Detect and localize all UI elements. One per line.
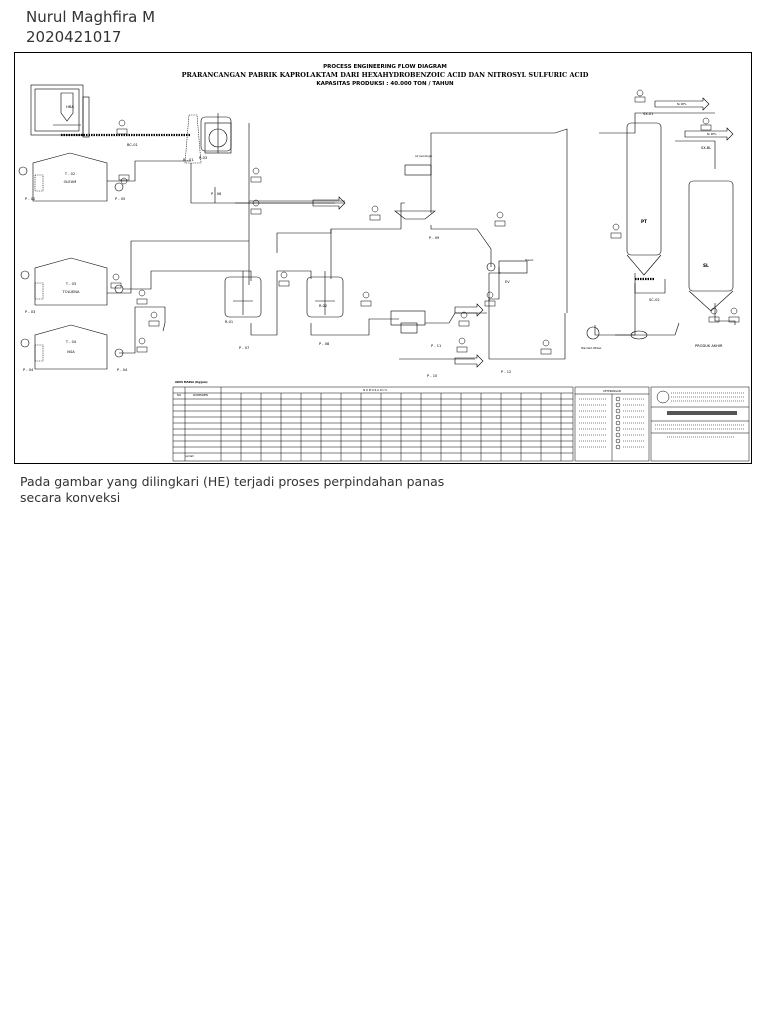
pump-label-p05: P - 05 bbox=[115, 197, 125, 201]
diagram-subtitle: PRARANCANGAN PABRIK KAPROLAKTAM DARI HEX… bbox=[182, 71, 589, 79]
mass-flow-title: ARUS MASSA (Kg/Jam) bbox=[175, 380, 208, 384]
equipment-label-ev: EV bbox=[505, 280, 510, 284]
blower: Standart Wilkes bbox=[581, 326, 648, 350]
table-col-no: NO bbox=[177, 393, 181, 397]
reactor-r03: R-03 P - 06 bbox=[199, 116, 232, 196]
tank-label-pt: PT bbox=[641, 219, 647, 224]
diagram-capacity: KAPASITAS PRODUKSI : 40.000 TON / TAHUN bbox=[316, 81, 454, 87]
reactor-label-r01: R-01 bbox=[225, 320, 233, 324]
reactor-label-r02: R-02 bbox=[319, 304, 327, 308]
standard-wilkes-label: Standart Wilkes bbox=[581, 346, 602, 350]
tank-label-nsa: NSA bbox=[67, 350, 75, 354]
tank-label-sl: SL bbox=[703, 263, 709, 268]
equipment-label-b01: B - 01 bbox=[183, 158, 194, 162]
author-id: 2020421017 bbox=[26, 28, 122, 46]
pump-label-p12: P - 12 bbox=[501, 370, 511, 374]
decanter-mid: P - 10 P - 12 P - 11 bbox=[390, 310, 511, 378]
prilling-tower: PT SC-02 SX-01 bbox=[626, 112, 662, 302]
pump-label-p06: P - 06 bbox=[211, 192, 222, 196]
tank-label-t03: T - 03 bbox=[65, 282, 76, 286]
pump-label-p02: P - 02 bbox=[25, 197, 35, 201]
stream-number-header: N O M O R A R U S bbox=[363, 388, 387, 392]
stream-n2-top: N₂ 9P% bbox=[677, 102, 687, 106]
caption-text: Pada gambar yang dilingkari (HE) terjadi… bbox=[20, 474, 445, 505]
pump-label-p10: P - 10 bbox=[427, 374, 438, 378]
pump-label-p11: P - 11 bbox=[431, 344, 441, 348]
diagram-title: PROCESS ENGINEERING FLOW DIAGRAM bbox=[323, 64, 447, 70]
arrow-outlets: N₂ 9P% N₂ 9P% bbox=[312, 97, 734, 368]
cooling-water-label: Air pendingin bbox=[415, 154, 433, 158]
pump-label-p07: P - 07 bbox=[239, 346, 249, 350]
silo-sl: SL SX-BL PRODUK AKHIR bbox=[688, 146, 734, 348]
product-label: PRODUK AKHIR bbox=[695, 344, 723, 348]
equipment-label-bc01: BC-01 bbox=[127, 143, 138, 147]
heat-exchanger-ev: EV Steam bbox=[486, 258, 534, 284]
table-col-komponen: KOMPONEN bbox=[193, 393, 208, 397]
tank-label-hba: HBA bbox=[66, 105, 74, 109]
pfd-svg: PROCESS ENGINEERING FLOW DIAGRAM PRARANC… bbox=[18, 64, 750, 462]
tank-label-t02: T - 02 bbox=[64, 172, 75, 176]
pump-label-p08: P - 08 bbox=[319, 342, 330, 346]
hba-building: HBA bbox=[30, 84, 84, 136]
tank-label-t04: T - 04 bbox=[65, 340, 77, 344]
reactor-label-r03: R-03 bbox=[199, 156, 207, 160]
steam-label: Steam bbox=[525, 258, 534, 262]
pump-label-p09: P - 09 bbox=[429, 236, 440, 240]
pump-label-p04: P - 04 bbox=[117, 368, 128, 372]
reactor-r01: R-01 P - 07 bbox=[224, 271, 262, 350]
table-total-label: Jumlah bbox=[184, 454, 194, 458]
toluena-tank: T - 03 TOLUENA P - 03 bbox=[20, 257, 124, 314]
tank-label-oleum: OLEUM bbox=[64, 180, 77, 184]
belt-conveyor: BC-01 bbox=[61, 96, 191, 147]
pump-label-p03: P - 03 bbox=[25, 310, 35, 314]
legend-title: KETERANGAN bbox=[603, 389, 621, 393]
reactor-r02: R-02 P - 08 bbox=[306, 271, 344, 346]
process-flow-diagram: PROCESS ENGINEERING FLOW DIAGRAM PRARANC… bbox=[14, 52, 752, 464]
cooler-top: Air pendingin bbox=[404, 154, 433, 176]
equipment-label-sxbl: SX-BL bbox=[701, 146, 711, 150]
oleum-tank: T - 02 OLEUM P - 02 P - 05 bbox=[18, 152, 125, 202]
pump-label-p04-left: P - 04 bbox=[23, 368, 34, 372]
equipment-label-sx01: SX-01 bbox=[643, 112, 653, 116]
legend-box: KETERANGAN bbox=[574, 386, 650, 462]
process-lines bbox=[107, 112, 736, 360]
separator-mid: P - 09 bbox=[394, 210, 440, 240]
stream-n2-second: N₂ 9P% bbox=[707, 132, 717, 136]
mass-flow-table: ARUS MASSA (Kg/Jam) N O M O R A R U S NO… bbox=[172, 380, 574, 462]
tank-label-toluena: TOLUENA bbox=[62, 290, 80, 294]
nsa-tank: T - 04 NSA P - 04 P - 04 bbox=[20, 324, 128, 372]
author-name: Nurul Maghfira M bbox=[26, 8, 156, 26]
equipment-label-sc02: SC-02 bbox=[649, 298, 660, 302]
instrument-tags bbox=[110, 89, 740, 355]
title-block bbox=[650, 386, 750, 462]
